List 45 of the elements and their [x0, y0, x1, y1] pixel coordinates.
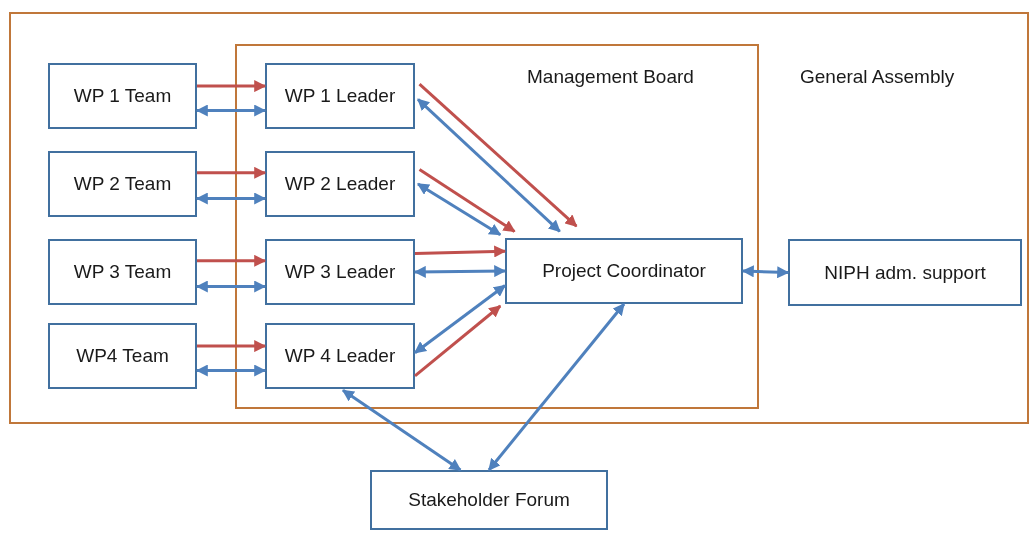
arrow — [418, 83, 578, 228]
arrow — [195, 280, 267, 293]
arrow — [416, 98, 561, 233]
process-box — [265, 323, 415, 389]
arrow — [342, 389, 462, 472]
arrow — [197, 166, 267, 179]
arrow — [195, 364, 267, 377]
box-label: WP 2 Team — [73, 173, 172, 195]
arrow — [195, 192, 267, 205]
box-label: Stakeholder Forum — [408, 489, 570, 511]
process-box — [370, 470, 608, 530]
box-label: WP 1 Leader — [284, 85, 396, 107]
arrow — [197, 80, 267, 93]
process-box — [48, 239, 197, 305]
arrow — [741, 265, 790, 279]
process-box — [48, 63, 197, 129]
arrow — [197, 254, 267, 267]
arrow — [417, 182, 502, 236]
arrow — [487, 303, 626, 471]
box-label: WP 3 Team — [73, 261, 172, 283]
arrow — [414, 284, 506, 354]
process-box — [48, 323, 197, 389]
box-label: WP 2 Leader — [284, 173, 396, 195]
arrow — [413, 265, 507, 278]
process-box — [48, 151, 197, 217]
arrow — [195, 104, 267, 117]
arrow — [197, 340, 267, 353]
box-label: WP 1 Team — [73, 85, 172, 107]
box-label: WP 3 Leader — [284, 261, 396, 283]
group-title: Management Board — [527, 66, 694, 88]
box-label: NIPH adm. support — [824, 261, 986, 284]
arrow — [414, 304, 502, 377]
process-box — [265, 63, 415, 129]
arrow — [418, 168, 516, 233]
box-label: WP4 Team — [76, 345, 169, 367]
process-box — [265, 239, 415, 305]
group-title: General Assembly — [800, 66, 955, 88]
box-label: WP 4 Leader — [284, 345, 396, 367]
group-box — [235, 44, 759, 409]
group-box — [9, 12, 1029, 424]
box-label: Project Coordinator — [542, 260, 706, 282]
process-box — [265, 151, 415, 217]
arrow — [414, 245, 507, 258]
process-box — [788, 239, 1022, 306]
process-box — [505, 238, 743, 304]
